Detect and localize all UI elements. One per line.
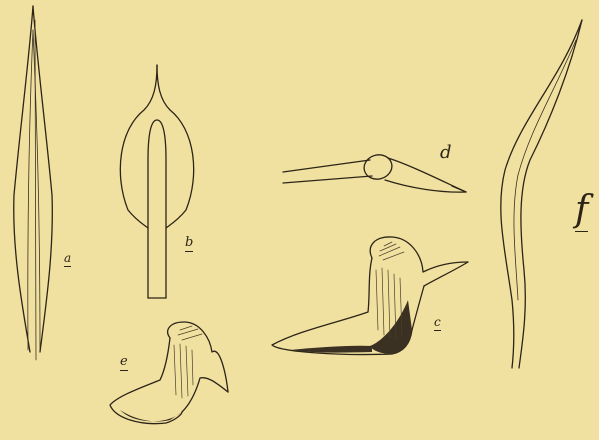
label-b: b — [185, 236, 193, 249]
figure-e-crooked-shape — [110, 322, 228, 424]
figure-c-beaked-shape — [272, 237, 468, 355]
figure-a-spindle — [14, 6, 53, 360]
label-f: f — [575, 192, 588, 228]
figure-b-bulb — [120, 65, 193, 298]
label-d: d — [440, 144, 452, 162]
label-c: c — [434, 316, 441, 328]
label-e: e — [120, 355, 128, 368]
label-a: a — [64, 252, 71, 264]
figure-f-blade — [501, 20, 582, 368]
figure-d-hook — [283, 152, 466, 192]
